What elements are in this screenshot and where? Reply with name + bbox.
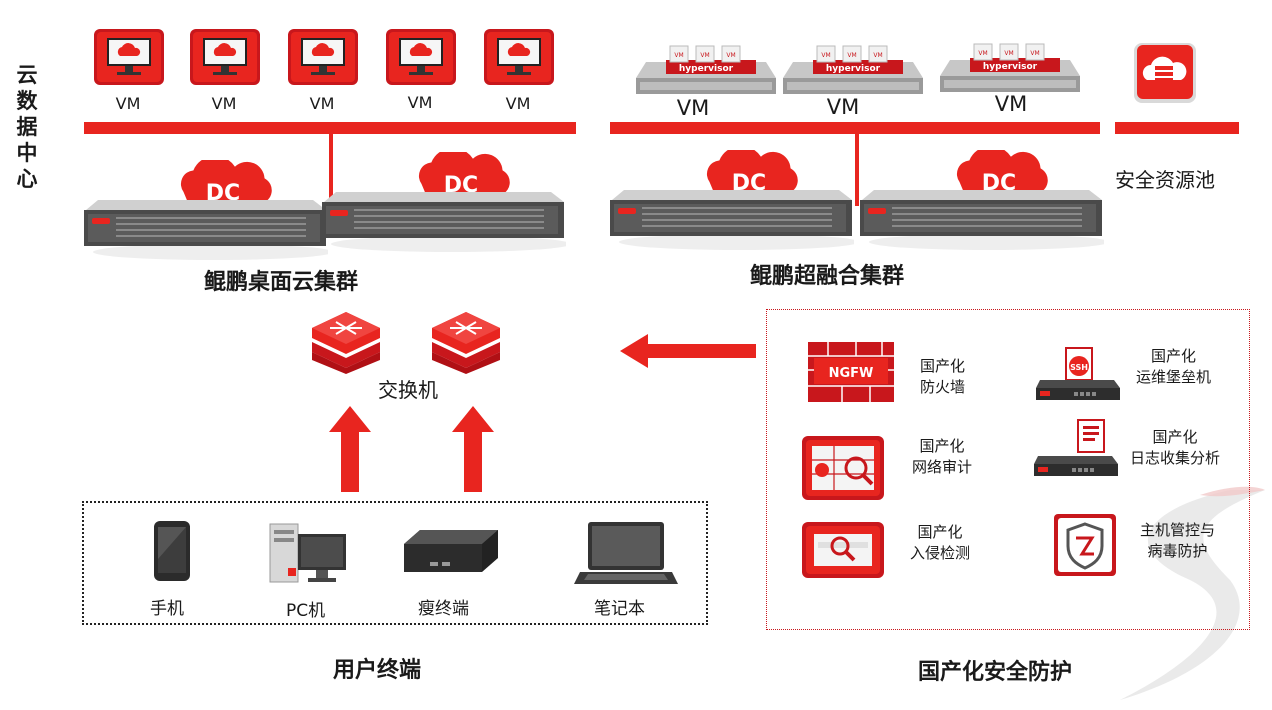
label-line: 病毒防护 [1147,542,1208,560]
log-analysis-icon [1034,419,1118,476]
label-line: 国产化 [1151,347,1197,365]
dc-server-icon: DC [84,160,328,260]
vm-label: VM [211,94,237,113]
label-line: 国产化 [1152,428,1198,446]
device-label: 手机 [150,599,184,619]
vm-label: VM [994,92,1028,116]
title-char: 云 [16,63,38,87]
svg-text:NGFW: NGFW [829,366,874,381]
datacenter-vertical-title: 云 数 据 中 心 [14,62,40,192]
svg-text:VM: VM [1030,50,1039,57]
thin-client-icon [404,530,498,572]
vm-monitor-icon [189,28,261,90]
security-pool-label: 安全资源池 [1115,168,1215,192]
svg-text:hypervisor: hypervisor [679,64,734,74]
device-label: 笔记本 [594,599,645,619]
audit-label: 国产化 网络审计 [912,436,972,478]
background-swoosh [1120,486,1265,700]
dc-server-icon: DC [860,150,1104,250]
label-line: 国产化 [920,357,966,375]
phone-icon [154,521,190,581]
vm-label: VM [407,93,433,112]
up-arrow-icon [452,406,494,492]
security-pool-bar [1115,122,1239,134]
hypervisor-server-icon: VM VM VM hypervisor [940,43,1080,92]
svg-text:VM: VM [726,52,735,59]
bastion-host-icon: SSH [1036,347,1120,400]
hyper-network-bar [610,122,1100,134]
ids-label: 国产化 入侵检测 [910,522,970,564]
vm-label: VM [826,95,860,119]
hypervisor-server-icon: VM VM VM hypervisor [783,45,923,94]
label-line: 入侵检测 [910,544,971,562]
vm-monitor-icon [93,28,165,90]
dc-server-icon: DC [610,150,854,250]
desktop-cluster-title: 鲲鹏桌面云集群 [204,270,359,295]
switch-icon [312,312,380,374]
bastion-label: 国产化 运维堡垒机 [1136,346,1211,388]
desktop-network-bar [84,122,576,134]
host-control-label: 主机管控与 病毒防护 [1140,520,1215,562]
svg-text:VM: VM [821,52,830,59]
label-line: 运维堡垒机 [1136,368,1212,386]
vm-label: VM [115,94,141,113]
label-line: 防火墙 [920,378,966,396]
security-protection-title: 国产化安全防护 [918,660,1073,685]
vm-monitor-icon [287,28,359,90]
intrusion-detection-icon [802,522,884,578]
laptop-icon [574,522,678,584]
pc-icon [269,523,346,583]
switch-label: 交换机 [378,378,438,402]
svg-text:hypervisor: hypervisor [983,62,1038,72]
up-arrow-icon [329,406,371,492]
svg-text:VM: VM [700,52,709,59]
host-control-shield-icon [1054,514,1116,576]
device-label: 瘦终端 [418,599,469,619]
security-pool-icon [1133,42,1197,108]
svg-text:VM: VM [1004,50,1013,57]
vm-label: VM [309,94,335,113]
desktop-link-line [329,134,333,212]
vm-monitor-icon [385,28,457,90]
hyper-link-line [855,134,859,206]
svg-text:VM: VM [674,52,683,59]
label-line: 国产化 [919,437,965,455]
left-arrow-icon [620,334,756,368]
vm-label: VM [676,96,710,120]
network-audit-icon [802,436,884,500]
label-line: 国产化 [917,523,963,541]
vm-monitor-icon [483,28,555,90]
svg-text:VM: VM [873,52,882,59]
firewall-label: 国产化 防火墙 [920,356,965,398]
title-char: 据 [16,115,38,139]
user-terminal-title: 用户终端 [333,658,422,683]
title-char: 心 [16,167,38,191]
title-char: 数 [16,89,38,113]
firewall-icon: NGFW [808,342,894,402]
hypervisor-server-icon: VM VM VM hypervisor [636,45,776,94]
security-protection-box [766,309,1250,630]
label-line: 网络审计 [912,458,973,476]
switch-icon [432,312,500,374]
label-line: 主机管控与 [1140,521,1216,539]
label-line: 日志收集分析 [1130,449,1221,467]
device-label: PC机 [286,601,326,621]
svg-text:hypervisor: hypervisor [826,64,881,74]
dc-server-icon: DC [322,152,566,252]
log-label: 国产化 日志收集分析 [1130,427,1220,469]
user-terminal-box [82,501,708,625]
svg-text:VM: VM [847,52,856,59]
hyper-cluster-title: 鲲鹏超融合集群 [750,264,905,289]
title-char: 中 [16,141,38,165]
svg-text:SSH: SSH [1070,363,1088,372]
vm-label: VM [505,94,531,113]
svg-text:VM: VM [978,50,987,57]
